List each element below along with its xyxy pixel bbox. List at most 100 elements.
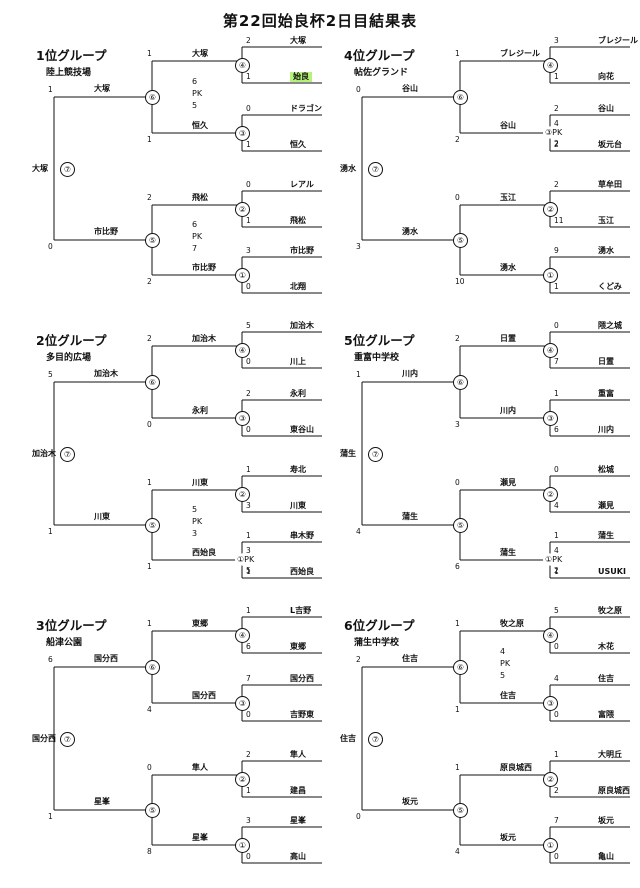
round2-team-name: 牧之原	[500, 619, 524, 628]
semi-team-name: 市比野	[94, 227, 118, 236]
bracket-lines	[53, 46, 322, 294]
round2-team-name: 飛松	[192, 193, 208, 202]
team-name: 国分西	[290, 674, 314, 683]
team-score: 5	[246, 321, 251, 330]
round2-team-name: 谷山	[500, 121, 516, 130]
team-name: 蒲生	[598, 531, 614, 540]
round2-team-score: 2	[147, 193, 152, 202]
team-name: 住吉	[598, 674, 614, 683]
team-score: 1	[246, 72, 251, 81]
final-match-number: ⑦	[368, 731, 383, 747]
team-score: 9	[554, 246, 559, 255]
round2-team-name: 星峯	[192, 833, 208, 842]
team-score: 2	[246, 36, 251, 45]
round2-team-name: 日置	[500, 334, 516, 343]
semi-team-name: 川東	[94, 512, 110, 521]
team-score: 0	[554, 710, 559, 719]
semi-match-number: ⑤	[145, 233, 160, 248]
semi-team-name: 湧水	[402, 227, 418, 236]
final-match-number: ⑦	[60, 731, 75, 747]
team-score: 2	[554, 140, 559, 149]
round2-team-score: 1	[147, 562, 152, 571]
match-number: ②	[235, 487, 250, 502]
semi-team-score: 3	[356, 242, 361, 251]
match-number: ②	[235, 202, 250, 217]
team-score: 4	[554, 501, 559, 510]
pk-score: 5	[192, 101, 198, 110]
team-name: 高山	[290, 852, 306, 861]
round2-team-score: 8	[147, 847, 152, 856]
round2-team-score: 6	[455, 562, 460, 571]
team-name: 大明丘	[598, 750, 622, 759]
team-score: 0	[246, 180, 251, 189]
team-name: 川上	[290, 357, 306, 366]
semi-team-score: 2	[356, 655, 361, 664]
team-name: 隼人	[290, 750, 306, 759]
semi-team-name: 加治木	[94, 369, 118, 378]
champion-name: 湧水	[340, 163, 356, 173]
match-number: ①PK	[235, 553, 257, 566]
bracket-lines	[361, 46, 630, 294]
team-score: 1	[246, 216, 251, 225]
champion-name: 大塚	[32, 163, 48, 173]
match-number: ①	[543, 838, 558, 853]
match-number: ①	[235, 268, 250, 283]
match-number: ④	[543, 343, 558, 358]
round2-team-name: 坂元	[500, 833, 516, 842]
champion-name: 国分西	[32, 733, 56, 743]
champion-name: 住吉	[340, 733, 356, 743]
semi-team-name: 国分西	[94, 654, 118, 663]
team-name: 大塚	[290, 36, 306, 45]
team-name: 坂元	[598, 816, 614, 825]
pk-score: 7	[192, 244, 198, 253]
semi-team-score: 6	[48, 655, 53, 664]
team-name: 亀山	[598, 852, 614, 861]
pk-score: 5	[500, 671, 506, 680]
round2-team-score: 1	[455, 763, 460, 772]
group-title: 3位グループ	[36, 618, 107, 633]
team-score: 2	[246, 389, 251, 398]
pk-label: PK	[192, 517, 203, 526]
team-name: 東谷山	[290, 425, 314, 434]
match-number: ②	[543, 202, 558, 217]
round2-team-name: 加治木	[192, 334, 216, 343]
match-number: ①	[543, 268, 558, 283]
team-score: 1	[246, 531, 251, 540]
semi-team-name: 住吉	[402, 654, 418, 663]
team-score: 1	[246, 786, 251, 795]
team-name: 飛松	[290, 216, 306, 225]
team-score: 0	[246, 357, 251, 366]
round2-team-name: 住吉	[500, 691, 516, 700]
match-number: ①	[235, 838, 250, 853]
final-match-number: ⑦	[368, 446, 383, 462]
team-name: 加治木	[290, 321, 314, 330]
round2-team-name: 市比野	[192, 263, 216, 272]
match-number: ③	[235, 411, 250, 426]
team-score: 2	[554, 104, 559, 113]
match-number: ③	[235, 126, 250, 141]
semi-team-name: 坂元	[402, 797, 418, 806]
bracket-lines	[53, 616, 322, 864]
bracket-lines	[361, 616, 630, 864]
round2-team-name: 原良城西	[500, 763, 532, 772]
team-score: 1	[554, 750, 559, 759]
match-number: ④	[543, 58, 558, 73]
team-name: 谷山	[598, 104, 614, 113]
semi-team-name: 蒲生	[402, 512, 418, 521]
semi-team-score: 1	[48, 812, 53, 821]
team-name: 原良城西	[598, 786, 630, 795]
pk-score: 6	[192, 220, 198, 229]
match-number: ③	[543, 696, 558, 711]
team-score: 1	[246, 465, 251, 474]
team-name: 玉江	[598, 216, 614, 225]
team-name: 瀬見	[598, 501, 614, 510]
group-venue: 船津公園	[46, 638, 83, 648]
round2-team-score: 10	[455, 277, 465, 286]
team-name: 草牟田	[598, 180, 622, 189]
semi-team-name: 星峯	[94, 797, 110, 806]
team-score: 0	[554, 852, 559, 861]
semi-match-number: ⑥	[453, 90, 468, 105]
